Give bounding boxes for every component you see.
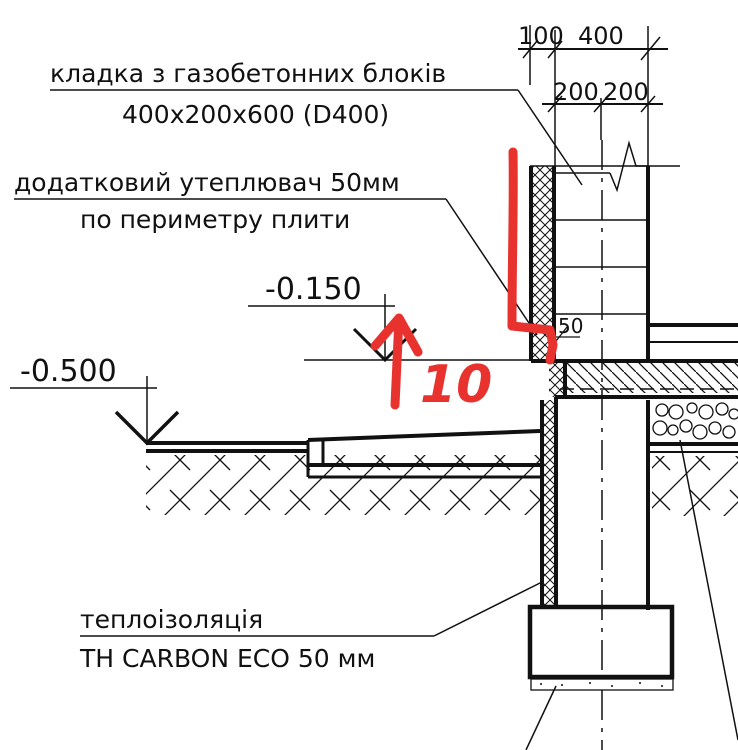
dim-400: 400 [578, 22, 624, 50]
dim-200-left: 200 [553, 78, 599, 106]
extra-insulation-label-line1: додатковий утеплювач 50мм [14, 168, 400, 197]
masonry-leader [50, 89, 583, 186]
red-markup-note: 10 [420, 355, 492, 415]
red-markup [370, 147, 558, 410]
extra-insulation-label-line2: по периметру плити [80, 205, 350, 234]
dim-200-right: 200 [603, 78, 649, 106]
masonry-label-line2: 400x200x600 (D400) [122, 100, 389, 129]
floor-slab [549, 363, 738, 399]
thermal-insulation-leader [80, 581, 543, 637]
thermal-insulation-label-line2: TH CARBON ECO 50 мм [79, 644, 375, 673]
extra-insulation-leader [14, 198, 538, 336]
dim-100: 100 [518, 22, 564, 50]
elevation-label-minus-0500: -0.500 [20, 354, 117, 389]
elevation-mark-minus-0150 [248, 294, 532, 363]
up-arrow-icon [370, 313, 423, 410]
red-hook-stroke [507, 321, 558, 365]
elevation-mark-minus-0500 [10, 376, 180, 446]
gravel-layer [646, 400, 738, 610]
red-vertical-stroke [507, 147, 518, 331]
thermal-insulation-label-line1: теплоізоляція [80, 605, 263, 634]
dimension-chain-top [518, 25, 668, 170]
masonry-wall [529, 140, 738, 363]
masonry-label-line1: кладка з газобетонних блоків [50, 59, 446, 88]
elevation-label-minus-0150: -0.150 [265, 272, 362, 307]
ground-and-blind-area [146, 429, 542, 515]
